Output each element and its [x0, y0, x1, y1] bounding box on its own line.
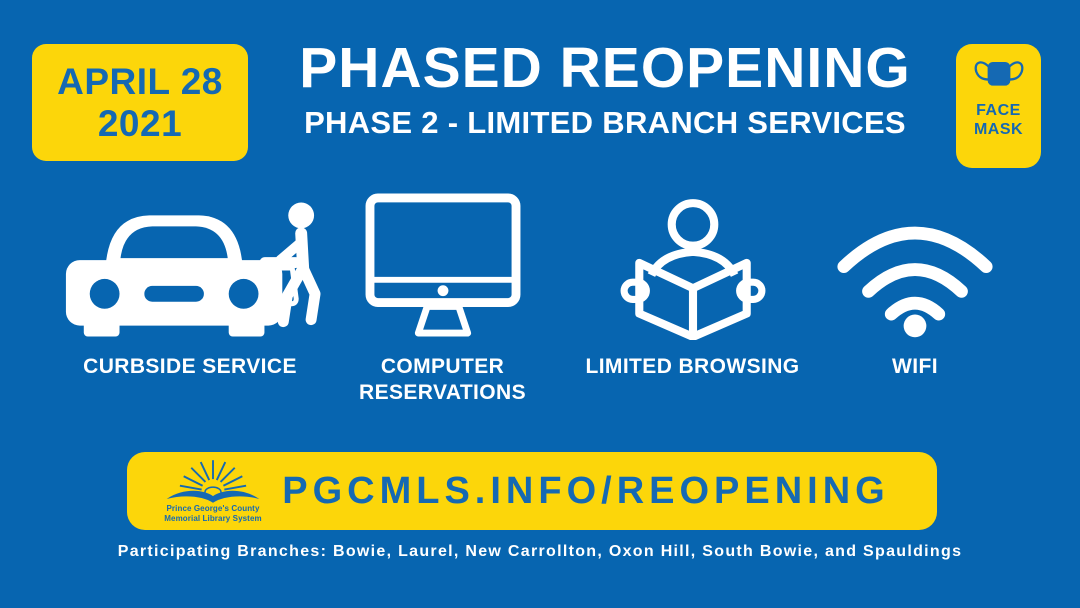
service-label-computer: COMPUTER RESERVATIONS — [359, 355, 526, 404]
page-subtitle: PHASE 2 - LIMITED BRANCH SERVICES — [304, 105, 906, 140]
logo-org-line-2: Memorial Library System — [164, 514, 262, 523]
library-logo: Prince George's County Memorial Library … — [157, 458, 269, 524]
service-wifi: WIFI — [810, 192, 1020, 380]
wifi-icon — [837, 226, 993, 338]
header: PHASED REOPENING PHASE 2 - LIMITED BRANC… — [255, 40, 955, 140]
service-label-wifi: WIFI — [892, 355, 938, 378]
service-computer: COMPUTER RESERVATIONS — [330, 192, 555, 405]
service-browsing: LIMITED BROWSING — [570, 192, 815, 380]
reopening-url: PGCMLS.INFO/REOPENING — [282, 469, 890, 512]
service-label-curbside: CURBSIDE SERVICE — [83, 355, 297, 378]
library-logo-text: Prince George's County Memorial Library … — [164, 504, 261, 524]
url-bar: Prince George's County Memorial Library … — [127, 452, 937, 530]
curbside-car-icon — [65, 202, 321, 337]
mask-badge-label: FACE MASK — [974, 102, 1023, 140]
mask-label-line-2: MASK — [973, 120, 1024, 138]
logo-org-line-1: Prince George's County — [166, 504, 260, 513]
date-badge: APRIL 28 2021 — [32, 44, 248, 161]
face-mask-badge: FACE MASK — [956, 44, 1041, 168]
page-title: PHASED REOPENING — [299, 36, 911, 100]
service-curbside: CURBSIDE SERVICE — [40, 192, 340, 380]
face-mask-icon — [974, 61, 1023, 86]
library-sunburst-book-logo-icon — [166, 460, 260, 503]
person-reading-icon — [620, 199, 765, 340]
mask-label-line-1: FACE — [976, 102, 1021, 119]
participating-branches: Participating Branches: Bowie, Laurel, N… — [117, 543, 963, 560]
date-line-2: 2021 — [97, 102, 183, 144]
service-label-browsing: LIMITED BROWSING — [585, 355, 800, 378]
computer-monitor-icon — [365, 193, 520, 337]
date-line-1: APRIL 28 — [57, 61, 223, 103]
